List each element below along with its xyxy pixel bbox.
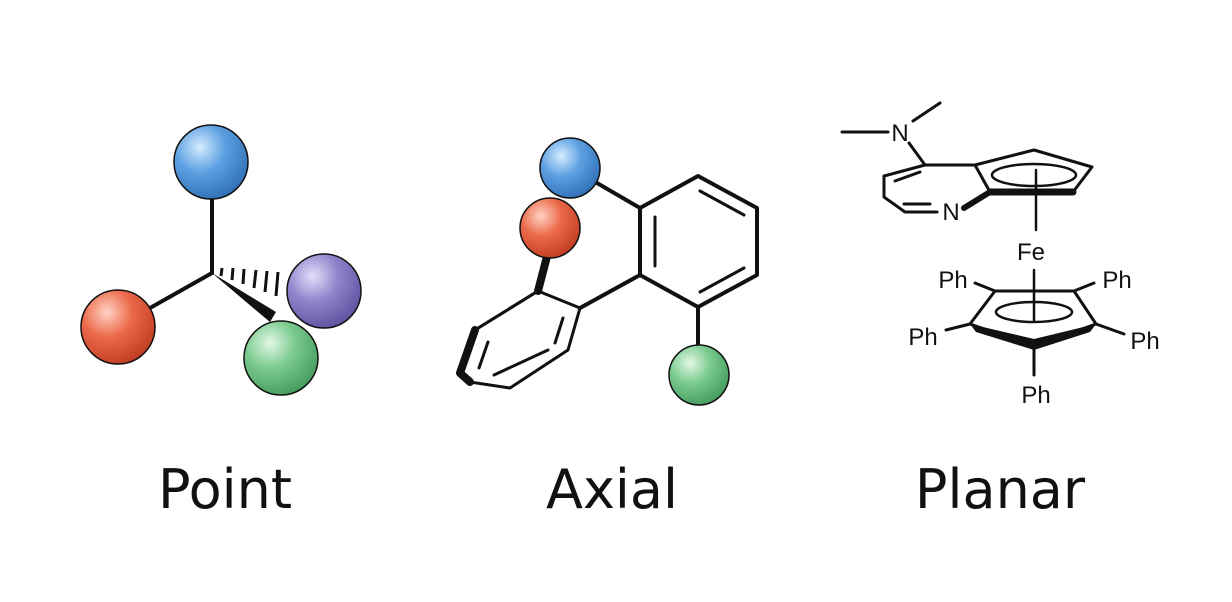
ph-top-left-label: Ph bbox=[938, 267, 967, 294]
point-wedge-bond bbox=[212, 273, 276, 322]
blue-sphere bbox=[539, 137, 601, 199]
point-panel: Point bbox=[80, 124, 362, 521]
ring-n-label: N bbox=[942, 199, 959, 226]
point-hashed-bond bbox=[219, 267, 280, 297]
blue-sphere bbox=[173, 124, 249, 200]
caption-planar: Planar bbox=[915, 458, 1086, 521]
caption-point: Point bbox=[158, 458, 292, 521]
azepine-ring bbox=[882, 163, 939, 214]
point-bond-left bbox=[148, 271, 214, 310]
amine-n-label: N bbox=[891, 120, 908, 147]
red-sphere bbox=[519, 197, 581, 259]
caption-axial: Axial bbox=[546, 458, 678, 521]
upper-cp-ring bbox=[973, 148, 1094, 194]
axial-bond-blue bbox=[595, 181, 642, 210]
purple-sphere bbox=[286, 253, 362, 329]
green-sphere bbox=[243, 320, 319, 396]
ph-left-label: Ph bbox=[908, 324, 937, 351]
axial-panel: Axial bbox=[456, 137, 759, 521]
ph-right-label: Ph bbox=[1130, 328, 1159, 355]
red-sphere bbox=[80, 289, 156, 365]
right-benzene-ring bbox=[638, 174, 759, 309]
axial-biaryl-bond bbox=[578, 273, 642, 310]
planar-panel: N N Fe Ph Ph Ph Ph Ph Planar bbox=[840, 101, 1160, 521]
ph-bottom-label: Ph bbox=[1021, 382, 1050, 409]
green-sphere bbox=[668, 344, 730, 406]
left-benzene-ring bbox=[458, 289, 582, 390]
fe-label: Fe bbox=[1017, 239, 1045, 266]
ph-top-right-label: Ph bbox=[1102, 267, 1131, 294]
